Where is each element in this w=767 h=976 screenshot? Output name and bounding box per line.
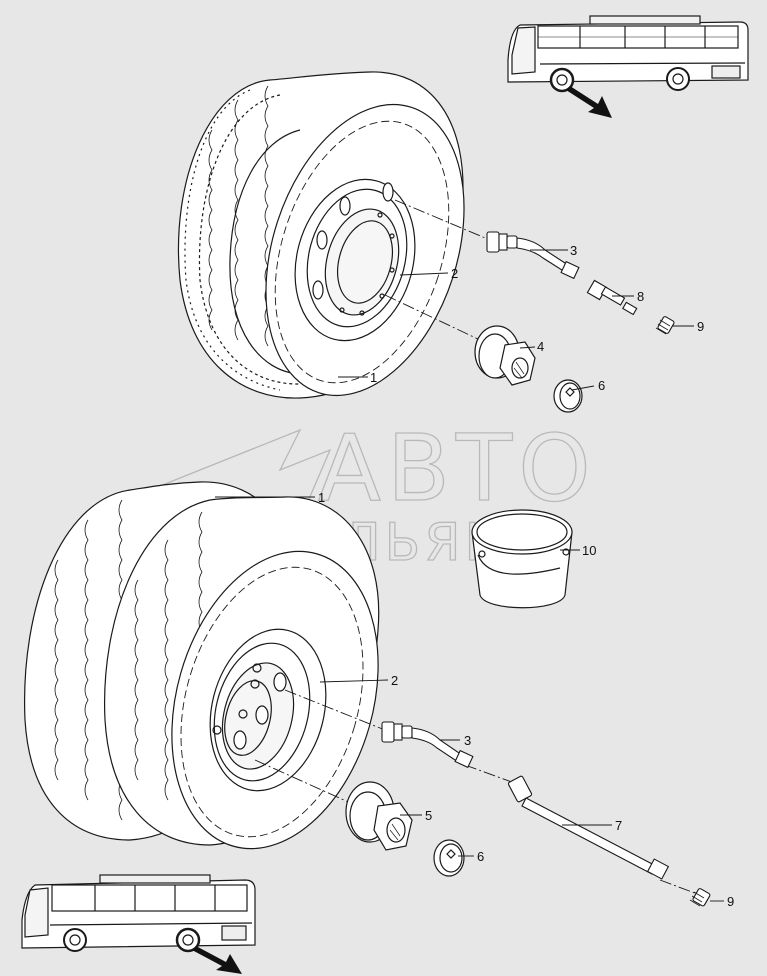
callout-bottom-cap: 6 [477, 849, 484, 864]
top-hub-nut [474, 325, 536, 386]
bottom-wheel [23, 481, 380, 850]
callout-top-cap: 6 [598, 378, 605, 393]
bucket [471, 509, 573, 609]
top-cap [553, 379, 583, 413]
callout-top-valve-ext: 3 [570, 243, 577, 258]
bus-thumbnail-top [507, 15, 749, 93]
indicator-arrow-top [566, 86, 612, 118]
top-axis-lines [384, 199, 491, 341]
callout-top-hub-nut: 4 [537, 339, 544, 354]
callout-top-tire: 1 [370, 370, 377, 385]
callout-bottom-long-ext: 7 [615, 818, 622, 833]
top-valve-extension [486, 231, 580, 280]
bottom-valve-cap [689, 888, 711, 907]
top-wheel [177, 71, 465, 399]
callout-bucket: 10 [582, 543, 596, 558]
bottom-cap [433, 839, 465, 877]
callout-bottom-rim: 2 [391, 673, 398, 688]
callout-bottom-valve-cap: 9 [727, 894, 734, 909]
callout-top-rim: 2 [451, 266, 458, 281]
callout-bottom-tire: 1 [318, 490, 325, 505]
callout-top-valve-cap: 9 [697, 319, 704, 334]
callout-bottom-hub-nut: 5 [425, 808, 432, 823]
indicator-arrow-bottom [192, 946, 242, 974]
bottom-valve-extension [381, 721, 474, 769]
bottom-long-extension [507, 775, 670, 880]
callout-leaders [215, 249, 724, 902]
callout-top-adapter: 8 [637, 289, 644, 304]
bus-thumbnail-bottom [21, 874, 256, 953]
top-valve-cap [655, 316, 675, 335]
bottom-hub-nut [345, 781, 413, 851]
callout-bottom-valve-ext: 3 [464, 733, 471, 748]
bottom-rim [209, 628, 327, 792]
top-adapter [586, 279, 638, 316]
callout-labels: 1 2 3 8 9 4 6 1 2 3 7 5 6 9 10 [318, 243, 734, 909]
watermark-line1: АВТО [318, 415, 597, 522]
top-rim [294, 178, 416, 342]
